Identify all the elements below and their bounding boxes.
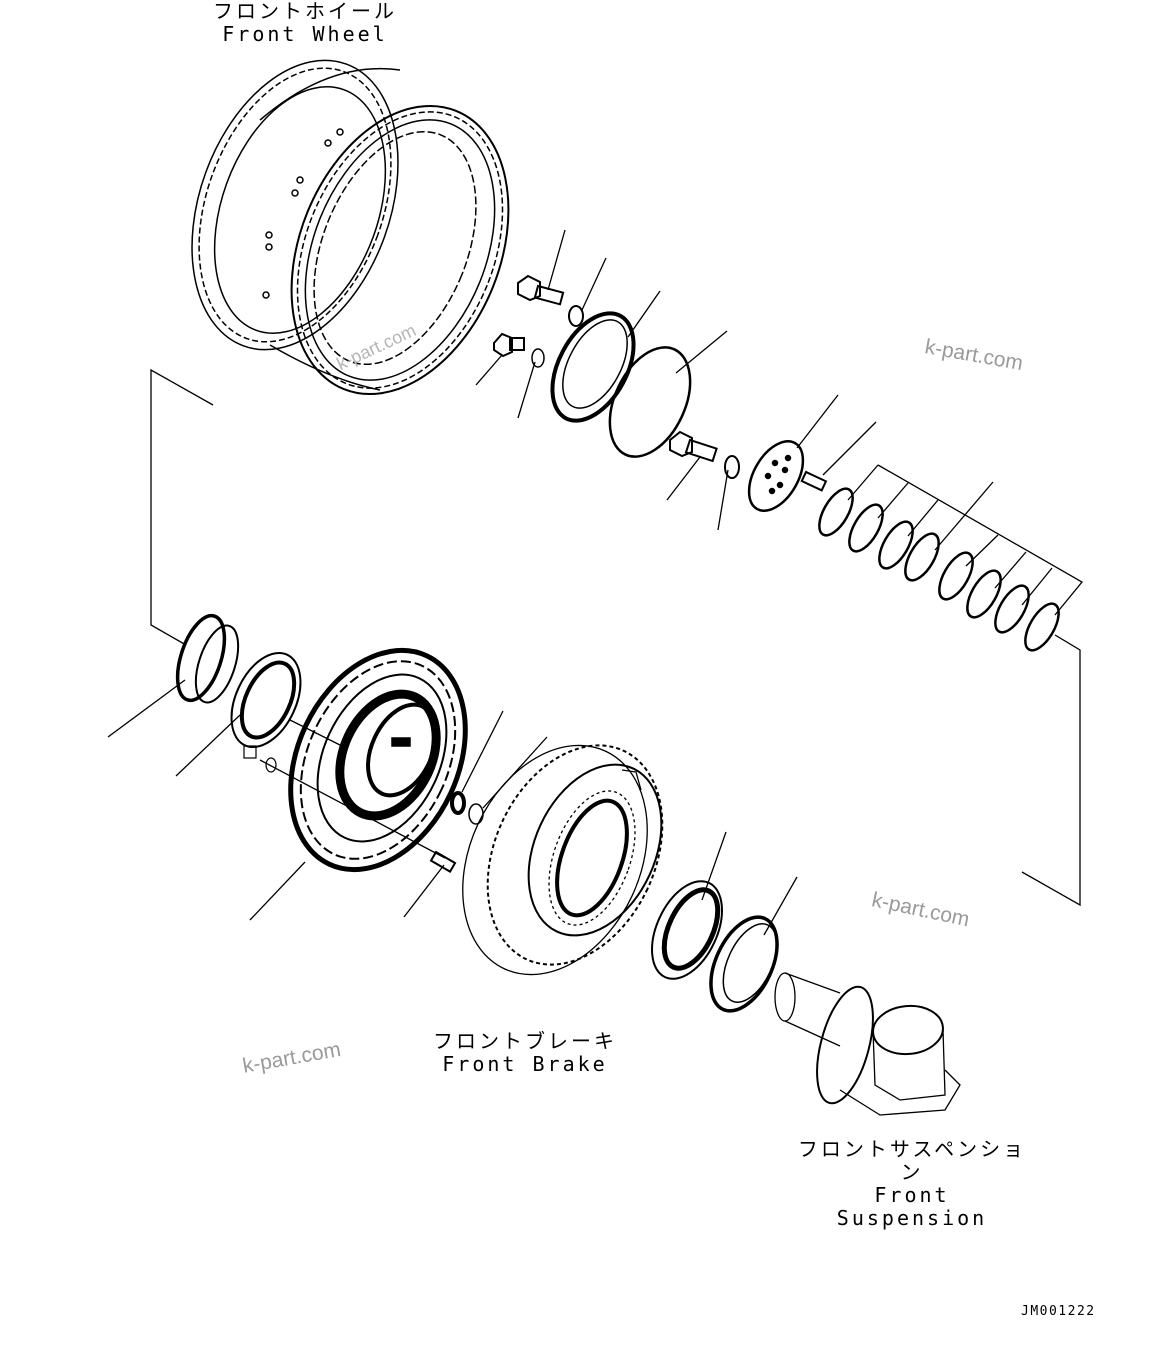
seal-outer <box>175 613 240 704</box>
o-ring-brake <box>468 803 484 825</box>
plug-washer <box>265 757 277 773</box>
hub-bolt-short <box>429 850 457 874</box>
wheel-hub <box>288 647 468 873</box>
front-brake-label: フロントブレーキ Front Brake <box>430 1030 620 1076</box>
seal-inner <box>709 915 779 1013</box>
plug <box>243 745 257 759</box>
o-ring-small <box>531 348 545 368</box>
cover-plate <box>550 311 636 423</box>
shims <box>818 487 1060 652</box>
brake-housing <box>462 744 664 976</box>
hub-bolt <box>517 274 565 306</box>
bearing-inner <box>651 880 723 980</box>
front-brake-label-jp: フロントブレーキ <box>433 1029 617 1053</box>
wheel-rim <box>191 59 510 396</box>
drawing-code: JM001222 <box>1021 1304 1096 1319</box>
spindle-housing <box>774 972 961 1116</box>
shim-plate <box>747 440 805 512</box>
front-wheel-label: フロントホイール Front Wheel <box>210 0 400 46</box>
front-suspension-label-jp: フロントサスペンション <box>797 1137 1027 1184</box>
front-wheel-label-jp: フロントホイール <box>213 0 397 23</box>
seal-ring <box>450 791 466 815</box>
washer <box>568 305 584 327</box>
front-suspension-label-en: Front Suspension <box>836 1183 988 1230</box>
shaft-washer <box>724 455 740 479</box>
shaft-bolt <box>669 430 718 463</box>
front-suspension-label: フロントサスペンション Front Suspension <box>792 1138 1032 1230</box>
o-ring-large <box>608 346 692 458</box>
front-brake-label-en: Front Brake <box>442 1052 608 1076</box>
bearing-outer <box>230 651 302 749</box>
front-wheel-label-en: Front Wheel <box>222 22 388 46</box>
nut <box>493 332 525 358</box>
dowel-pin <box>800 470 828 492</box>
